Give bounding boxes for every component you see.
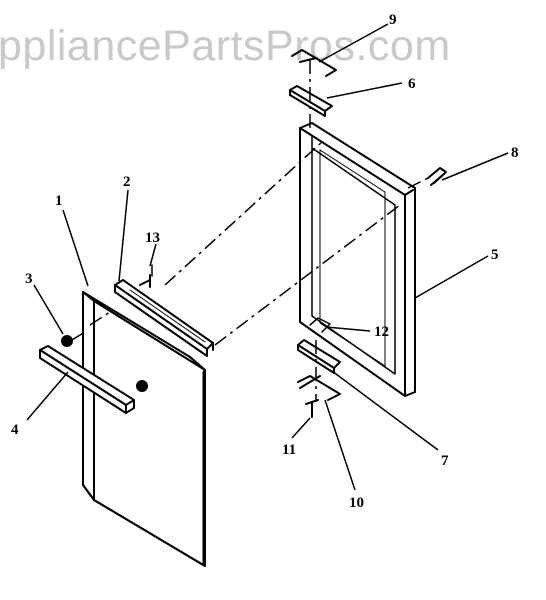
bracket-12 (309, 317, 331, 333)
leader-line (149, 243, 157, 267)
leader-line (62, 209, 89, 287)
alignment-line (407, 175, 433, 189)
callout-label: 6 (408, 76, 416, 92)
callout-label: 10 (349, 495, 364, 511)
callout-label: 7 (441, 453, 449, 469)
hinge-upper (289, 85, 333, 117)
alignment-line (71, 329, 89, 341)
callout-label: 13 (145, 230, 160, 246)
plug-button-upper (61, 335, 73, 347)
screw-11 (305, 399, 319, 418)
leader-line (324, 399, 356, 491)
leader-line (441, 152, 509, 181)
callout-label: 8 (511, 145, 519, 161)
callout-label: 5 (491, 247, 499, 263)
leader-line (414, 255, 489, 299)
callout-label: 9 (389, 12, 397, 28)
leader-line (325, 326, 371, 332)
leader-line (318, 23, 389, 63)
alignment-line (164, 141, 323, 286)
door-panel (82, 291, 206, 567)
callout-label: 4 (11, 422, 19, 438)
hinge-cap-9 (291, 49, 337, 77)
leader-line (326, 82, 403, 99)
screw-13 (139, 264, 153, 288)
callout-label: 2 (123, 174, 131, 190)
callout-label: 3 (25, 271, 33, 287)
leader-line (26, 371, 69, 421)
door-frame (299, 122, 416, 397)
alignment-line (214, 204, 401, 346)
hinge-pin (427, 167, 447, 186)
plug-button-lower (136, 380, 148, 392)
watermark-text: ppliancePartsPros.com (0, 22, 451, 70)
callout-label: 11 (282, 442, 296, 458)
hinge-bracket-10 (297, 375, 341, 401)
alignment-line (89, 311, 111, 326)
callout-label: 12 (374, 324, 389, 340)
leader-line (33, 284, 64, 335)
door-handle (39, 345, 135, 414)
leader-line (331, 370, 439, 451)
callout-label: 1 (55, 193, 63, 209)
leader-line (291, 417, 311, 439)
leader-line (118, 189, 129, 282)
retainer-strip (114, 279, 214, 357)
